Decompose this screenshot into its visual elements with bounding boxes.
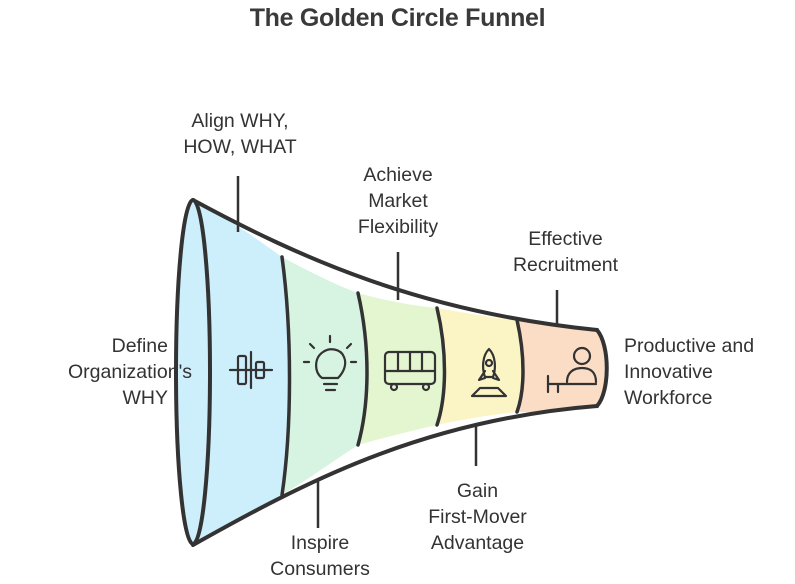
label-effective-recruitment: Effective Recruitment: [512, 228, 619, 276]
label-gain-first-mover-advantage: Gain First-Mover Advantage: [428, 480, 527, 554]
funnel-segment-1: [193, 200, 290, 545]
label-achieve-market-flexibility: Achieve Market Flexibility: [357, 164, 439, 238]
funnel-mouth: [174, 198, 212, 546]
funnel-bottom-edge: [191, 404, 599, 547]
funnel-divider-4: [515, 318, 525, 414]
funnel-spout: [595, 328, 609, 408]
funnel-divider-2: [356, 291, 369, 447]
rocket-icon: [470, 347, 508, 398]
balance-scale-icon: [228, 350, 274, 390]
funnel-divider-3: [435, 306, 447, 427]
lightbulb-icon: [302, 334, 358, 392]
bus-icon: [383, 350, 437, 392]
funnel-divider-1: [280, 255, 292, 497]
funnel-segment-3: [358, 293, 445, 445]
label-align-why-how-what: Align WHY, HOW, WHAT: [183, 110, 297, 158]
diagram-title: The Golden Circle Funnel: [249, 4, 546, 32]
label-define-organizations-why: Define Organization's WHY: [68, 335, 193, 409]
funnel-segment-2: [282, 257, 367, 495]
recruiter-icon: [546, 346, 598, 394]
funnel-segment-5: [517, 320, 605, 412]
label-productive-innovative-workforce: Productive and Innovative Workforce: [624, 335, 755, 409]
funnel-segment-4: [437, 308, 523, 425]
label-inspire-consumers: Inspire Consumers: [270, 532, 370, 580]
